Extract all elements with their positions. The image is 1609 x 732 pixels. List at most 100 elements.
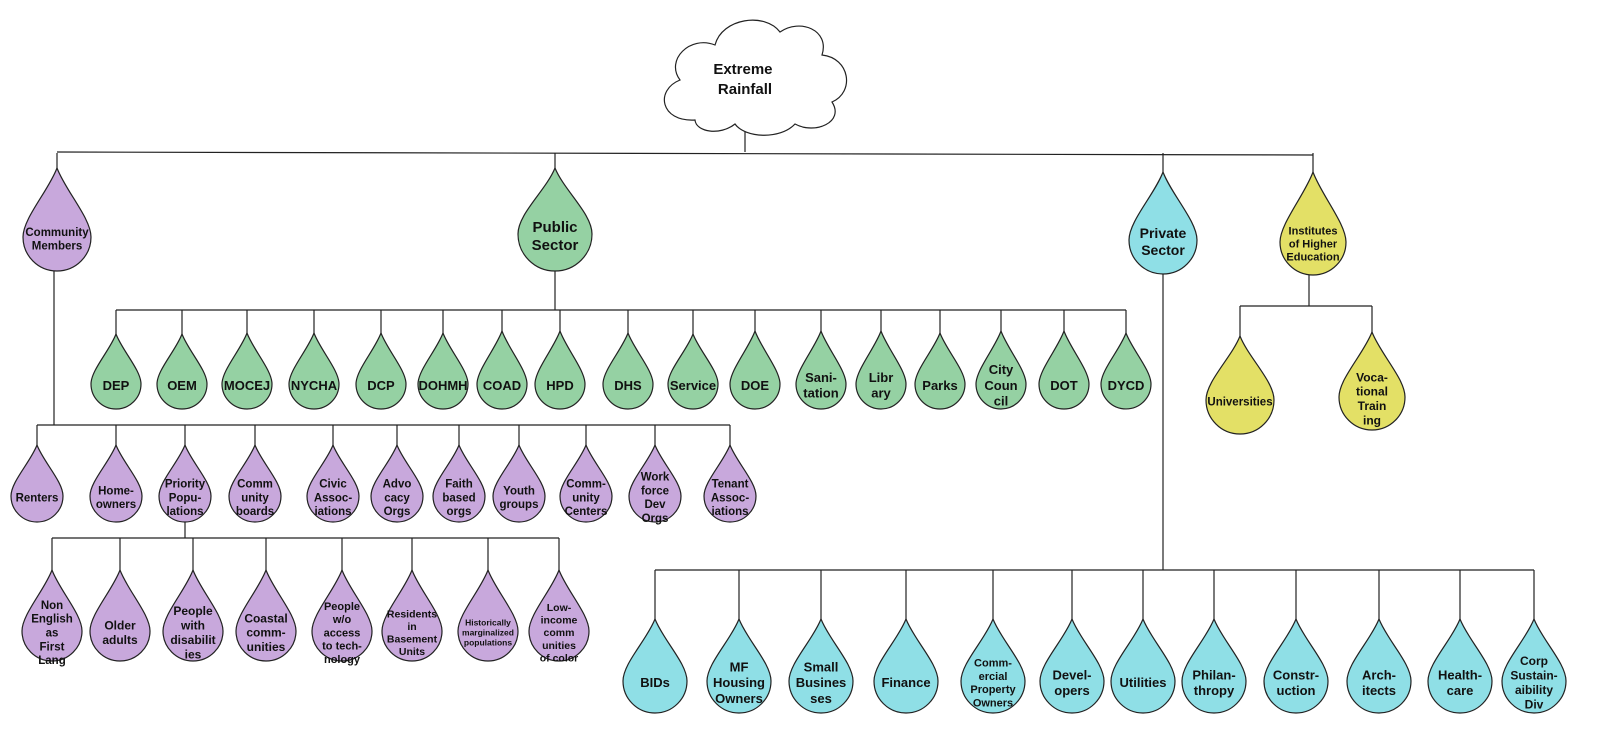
drop-label: DOT: [1050, 378, 1078, 393]
drop-shape: [534, 329, 586, 410]
drop-label-line: Residents: [387, 608, 437, 620]
drop-label-line: cacy: [384, 492, 410, 504]
drop-shape: [788, 617, 854, 714]
drop-label-line: Property: [970, 684, 1016, 696]
drop-shape: [1038, 329, 1090, 410]
drop-label-line: DYCD: [1108, 378, 1145, 393]
drop-label-line: Basement: [387, 633, 438, 645]
drop-shape: [602, 331, 654, 410]
drop-label: DOHMH: [418, 378, 467, 393]
drop-label: Utilities: [1120, 675, 1167, 690]
drop-label-line: unity: [572, 492, 600, 504]
drop-label-line: based: [442, 492, 475, 504]
drop-label-line: Home-: [98, 485, 134, 497]
drop-label-line: ing: [1363, 413, 1381, 427]
drop-label-line: DOHMH: [418, 378, 467, 393]
agency-node: Sani-tation: [795, 329, 847, 410]
agency-node: DOHMH: [417, 331, 469, 410]
drop-label-line: Assoc-: [314, 492, 353, 504]
agency-node: DOT: [1038, 329, 1090, 410]
agency-node: COAD: [476, 329, 528, 410]
drop-shape: [706, 617, 772, 714]
drop-label-line: unities: [247, 640, 286, 654]
drop-shape: [1205, 334, 1275, 435]
private-member-node: Constr-uction: [1263, 617, 1329, 714]
education-member-node: Universities: [1205, 334, 1275, 435]
drop-label-line: People: [173, 604, 213, 618]
drop-label-line: COAD: [483, 378, 521, 393]
drop-label-line: DOE: [741, 378, 770, 393]
drop-label-line: ercial: [979, 671, 1008, 683]
agency-node: DHS: [602, 331, 654, 410]
drop-shape: [235, 568, 297, 662]
drop-shape: [370, 443, 424, 523]
drop-shape: [1501, 617, 1567, 714]
drop-label-line: Coastal: [244, 611, 287, 625]
agency-node: OEM: [156, 332, 208, 410]
agency-node: DEP: [90, 332, 142, 410]
agency-node: HPD: [534, 329, 586, 410]
drop-shape: [476, 329, 528, 410]
drop-label-line: Youth: [503, 485, 535, 497]
drop-shape: [355, 331, 407, 410]
drop-shape: [855, 329, 907, 410]
drop-label-line: Universities: [1207, 397, 1272, 409]
drop-label-line: City: [989, 362, 1014, 377]
drop-label: Constr-uction: [1273, 667, 1319, 698]
drop-label-line: Civic: [319, 479, 347, 491]
drop-label: Parks: [922, 378, 957, 393]
drop-shape: [492, 443, 546, 523]
drop-shape: [1279, 170, 1347, 276]
drop-label-line: Sani-: [805, 370, 837, 385]
drop-label-line: groups: [500, 499, 539, 511]
drop-label-line: Voca-: [1356, 370, 1388, 384]
drop-label-line: Historically: [465, 617, 511, 627]
drop-label: DYCD: [1108, 378, 1145, 393]
drop-label: Health-care: [1438, 667, 1482, 698]
drop-label-line: adults: [102, 633, 138, 647]
drop-shape: [432, 443, 486, 523]
drop-label: Finance: [881, 675, 930, 690]
drop-label-line: Assoc-: [711, 492, 750, 504]
drop-label-line: unity: [241, 492, 269, 504]
drop-label-line: Div: [1525, 697, 1544, 711]
drop-label-line: populations: [464, 638, 512, 648]
drop-shape: [1338, 330, 1406, 431]
agency-node: DYCD: [1100, 331, 1152, 410]
drop-label-line: Priority: [165, 479, 206, 491]
drop-label-line: Small: [804, 660, 839, 675]
drop-label-line: aibility: [1515, 683, 1553, 697]
drop-label-line: OEM: [167, 378, 197, 393]
drop-label-line: Philan-: [1192, 667, 1235, 682]
drop-label-line: Centers: [565, 506, 608, 518]
drop-label-line: Train: [1358, 399, 1387, 413]
drop-label-line: ary: [871, 386, 891, 401]
drop-shape: [21, 568, 83, 662]
drop-shape: [1128, 170, 1198, 275]
drop-label: Home-owners: [96, 485, 136, 511]
private-member-node: Utilities: [1110, 617, 1176, 714]
drop-label-line: Sustain-: [1510, 669, 1557, 683]
drop-label-line: in: [407, 621, 416, 633]
drop-label-line: marginalized: [462, 627, 514, 637]
svg-text:Extreme Rainfall: Extreme Rainfall: [713, 61, 776, 98]
drop-label: Arch-itects: [1362, 667, 1396, 698]
top-bus-line: [56, 151, 1314, 156]
